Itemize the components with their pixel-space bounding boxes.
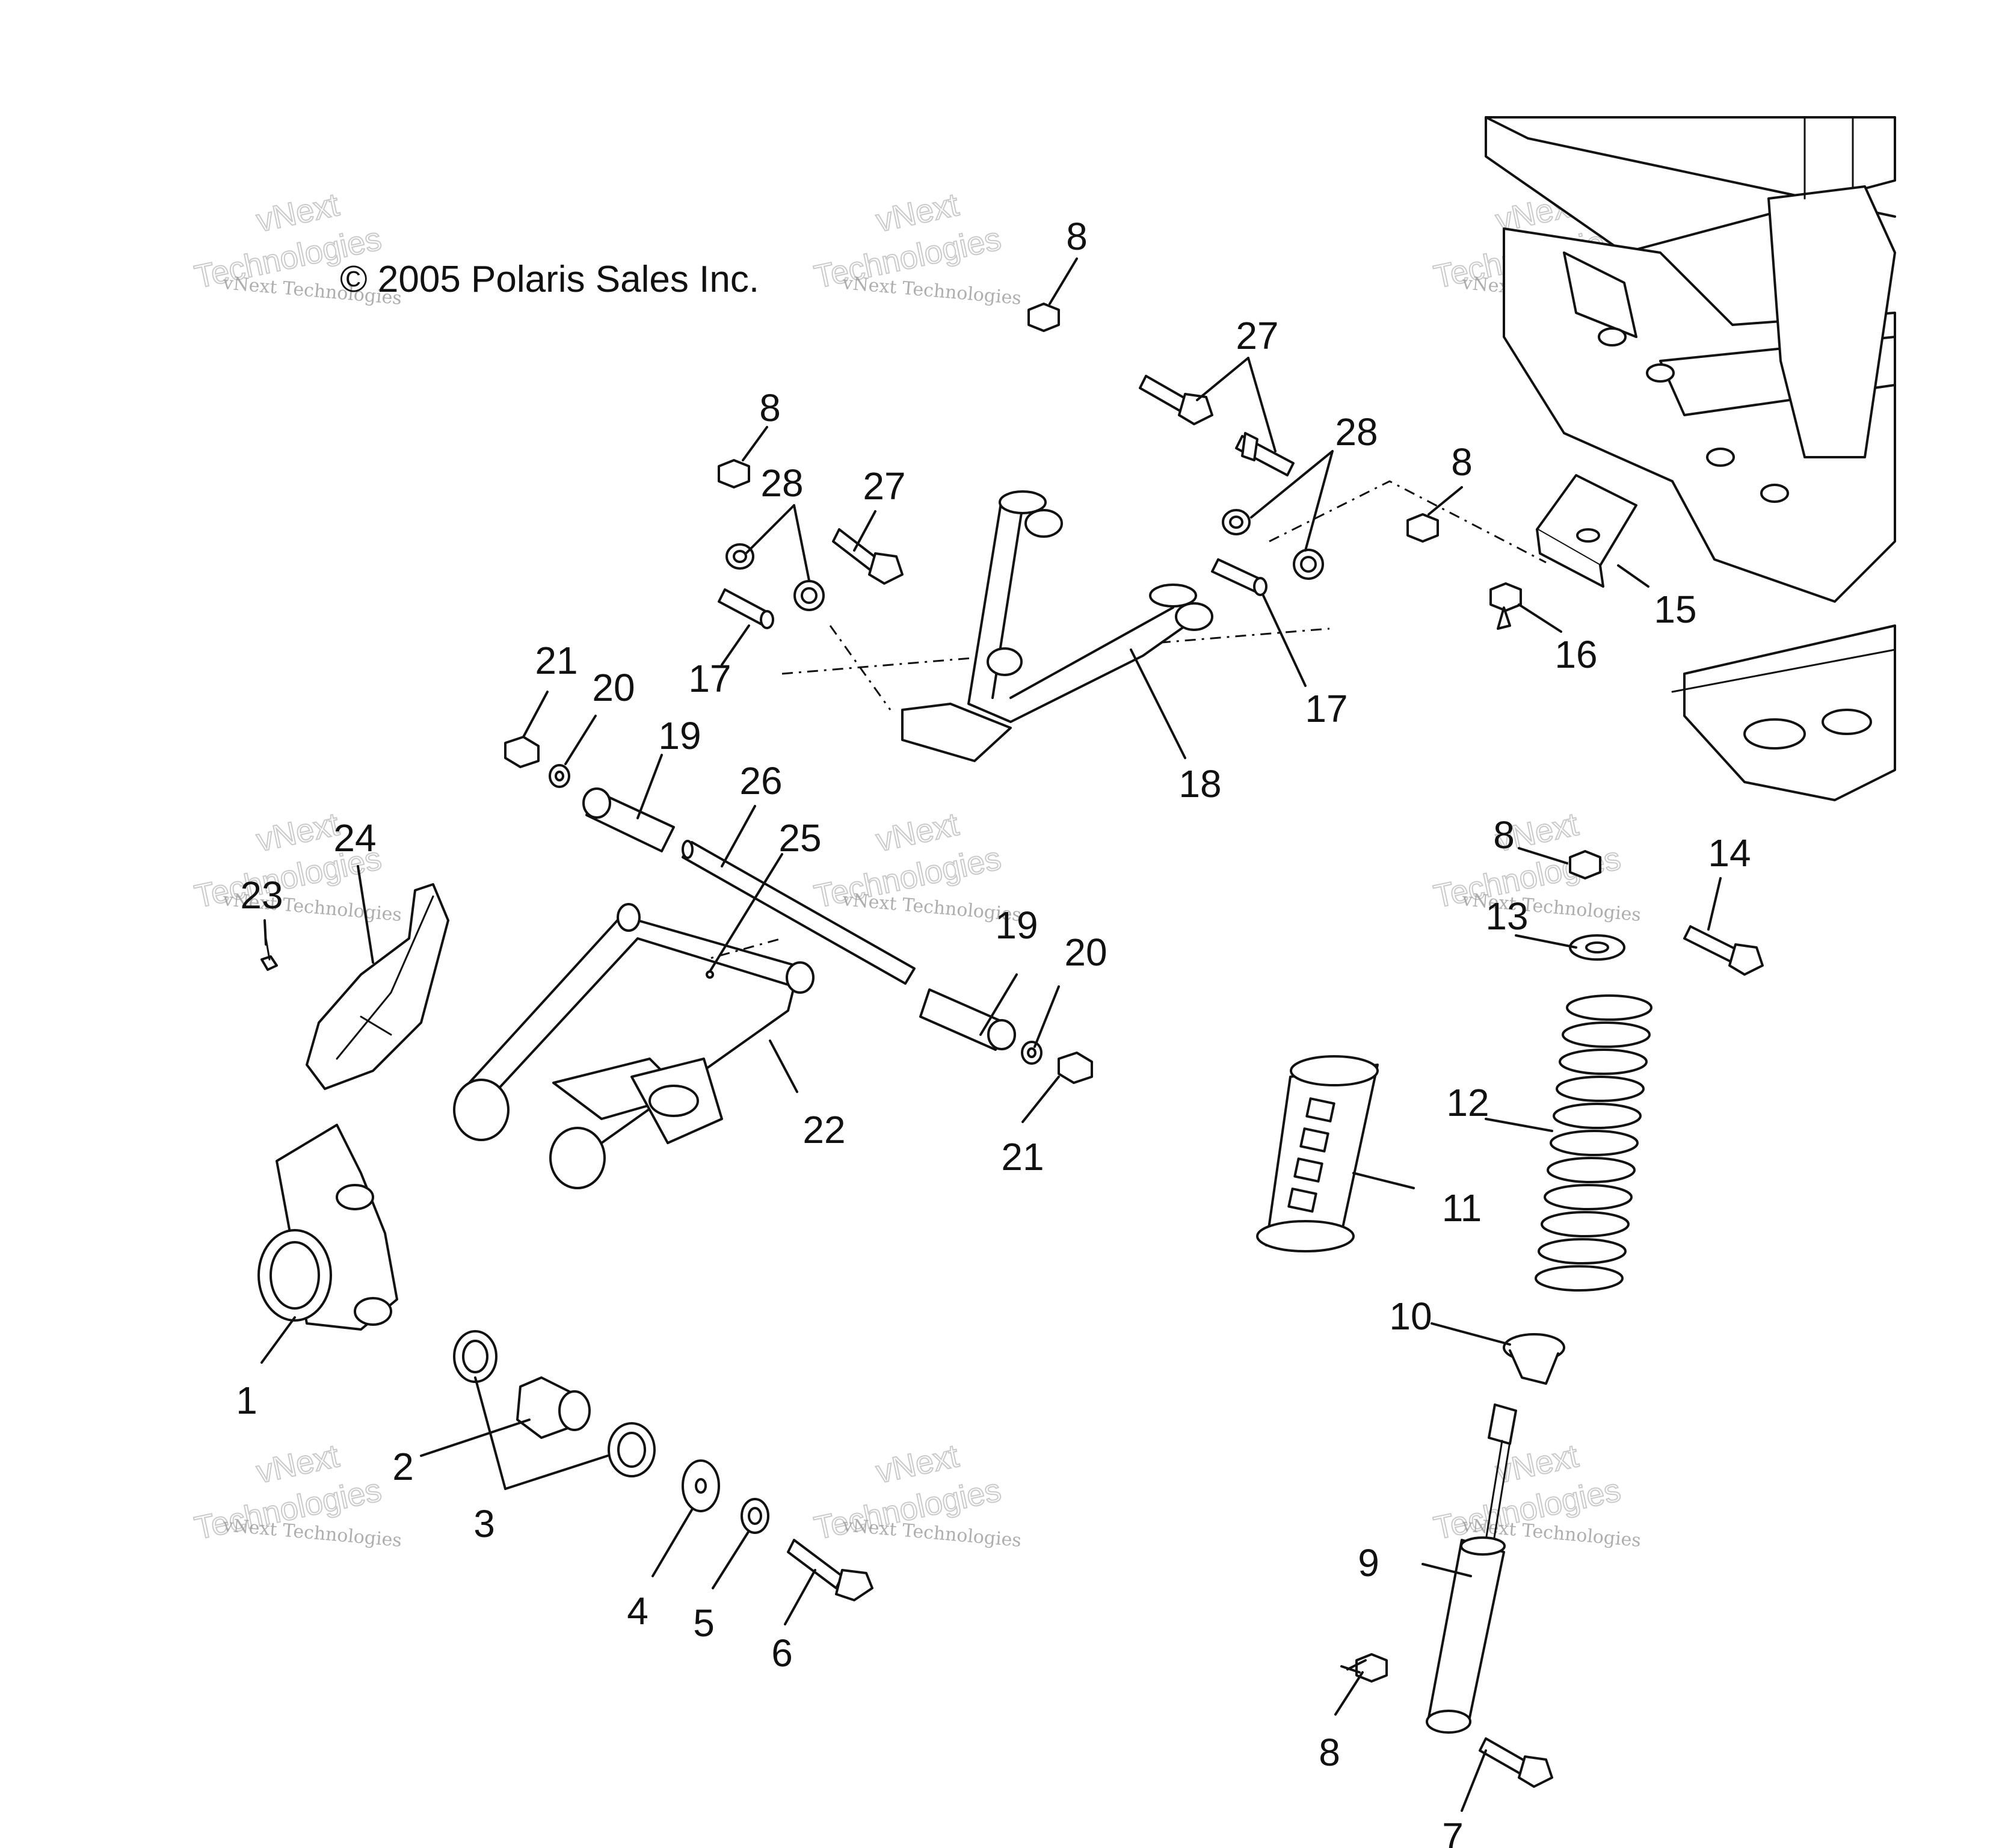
part-pivot-sleeve-lower <box>919 988 1016 1051</box>
callout-28: 28 <box>1335 410 1378 454</box>
callout-6: 6 <box>771 1631 793 1675</box>
callout-28: 28 <box>760 461 803 505</box>
callout-3: 3 <box>473 1502 495 1545</box>
callout-7: 7 <box>1442 1815 1464 1848</box>
callout-20: 20 <box>1064 931 1107 974</box>
part-washer-20-upper <box>549 764 570 788</box>
callout-14: 14 <box>1708 831 1751 875</box>
callout-17: 17 <box>1305 687 1348 730</box>
part-nut-lower-right <box>1355 1653 1388 1683</box>
part-spring-retainer <box>1503 1333 1565 1385</box>
callout-22: 22 <box>802 1108 845 1151</box>
callout-23: 23 <box>240 873 283 917</box>
callout-labels: 1 2 3 4 5 6 7 8 8 8 8 8 9 10 11 12 13 14… <box>236 215 1751 1848</box>
part-pivot-sleeve-upper <box>582 787 675 852</box>
watermarks: vNext Technologies vNext Technologies vN… <box>191 186 1642 1551</box>
callout-27: 27 <box>863 464 905 508</box>
part-screw <box>260 937 278 971</box>
callout-5: 5 <box>693 1601 715 1645</box>
copyright-notice: © 2005 Polaris Sales Inc. <box>340 259 759 300</box>
callout-8: 8 <box>1493 813 1515 857</box>
leader-lines <box>260 257 1722 1812</box>
part-bushing-28-left-lower <box>793 580 825 611</box>
callout-10: 10 <box>1389 1295 1432 1338</box>
part-bolt-lower-right <box>1479 1737 1553 1788</box>
part-bushing-28-left-upper <box>725 543 754 570</box>
part-bushing-28-right-upper <box>1222 509 1251 535</box>
part-small-washer <box>741 1498 769 1534</box>
part-large-washer <box>682 1459 720 1512</box>
frame-assembly <box>1485 116 1896 801</box>
callout-12: 12 <box>1446 1081 1489 1124</box>
callout-19: 19 <box>658 714 701 757</box>
part-pivot-shaft <box>682 840 916 985</box>
part-bushing-28-right-lower <box>1293 549 1324 580</box>
part-bolt-lower-left <box>787 1539 873 1601</box>
callout-13: 13 <box>1485 895 1528 938</box>
callout-19: 19 <box>995 904 1038 947</box>
part-hub-carrier <box>257 1124 398 1331</box>
callout-17: 17 <box>688 657 731 700</box>
callout-21: 21 <box>1001 1135 1044 1178</box>
part-pivot-tube-right <box>1211 558 1267 596</box>
callout-26: 26 <box>739 759 782 802</box>
part-bushing-sleeve <box>516 1376 591 1439</box>
callout-25: 25 <box>778 816 821 860</box>
part-bolt-21-upper <box>504 736 540 768</box>
callout-20: 20 <box>592 666 635 709</box>
part-a-arm-guard <box>306 883 449 1090</box>
callout-15: 15 <box>1654 588 1696 631</box>
callout-8: 8 <box>1451 440 1473 484</box>
callout-27: 27 <box>1236 314 1278 357</box>
part-bolt-bracket <box>1489 582 1522 630</box>
callout-8: 8 <box>1319 1731 1340 1774</box>
part-shock-absorber <box>1426 1403 1517 1734</box>
part-bolt-shock-top <box>1683 925 1764 976</box>
callout-16: 16 <box>1554 633 1597 676</box>
part-spring-cover <box>1256 1055 1379 1252</box>
callout-8: 8 <box>1066 215 1088 258</box>
part-nut-upper-left <box>718 459 750 488</box>
alignment-lines <box>694 480 1547 964</box>
part-nut-mid-right <box>1569 850 1601 879</box>
callout-21: 21 <box>535 639 578 682</box>
callout-24: 24 <box>333 816 376 860</box>
part-bolt-27-right-top <box>1139 375 1213 425</box>
part-bushing-lower <box>608 1422 656 1477</box>
part-frame-bracket <box>1536 474 1637 588</box>
part-lower-a-arm <box>453 903 815 1189</box>
callout-4: 4 <box>627 1589 648 1633</box>
part-washer-20-lower <box>1021 1041 1043 1065</box>
callout-1: 1 <box>236 1379 257 1422</box>
part-nut-top <box>1027 303 1060 332</box>
watermark-small: vNext Technologies <box>841 273 1022 309</box>
part-bolt-27-right-bottom <box>1235 432 1295 476</box>
callout-9: 9 <box>1358 1541 1379 1585</box>
part-pivot-tube-left <box>718 588 774 629</box>
callout-11: 11 <box>1442 1186 1482 1230</box>
part-bolt-21-lower <box>1058 1052 1093 1084</box>
part-bushing-upper <box>453 1330 497 1383</box>
callout-8: 8 <box>759 386 781 430</box>
callout-18: 18 <box>1178 762 1221 805</box>
part-upper-a-arm <box>901 490 1213 762</box>
part-nut-upper-right <box>1406 513 1439 543</box>
callout-2: 2 <box>392 1445 414 1488</box>
part-coil-spring <box>1535 994 1652 1292</box>
part-spring-washer <box>1569 934 1625 961</box>
part-bolt-27-left <box>832 528 904 585</box>
